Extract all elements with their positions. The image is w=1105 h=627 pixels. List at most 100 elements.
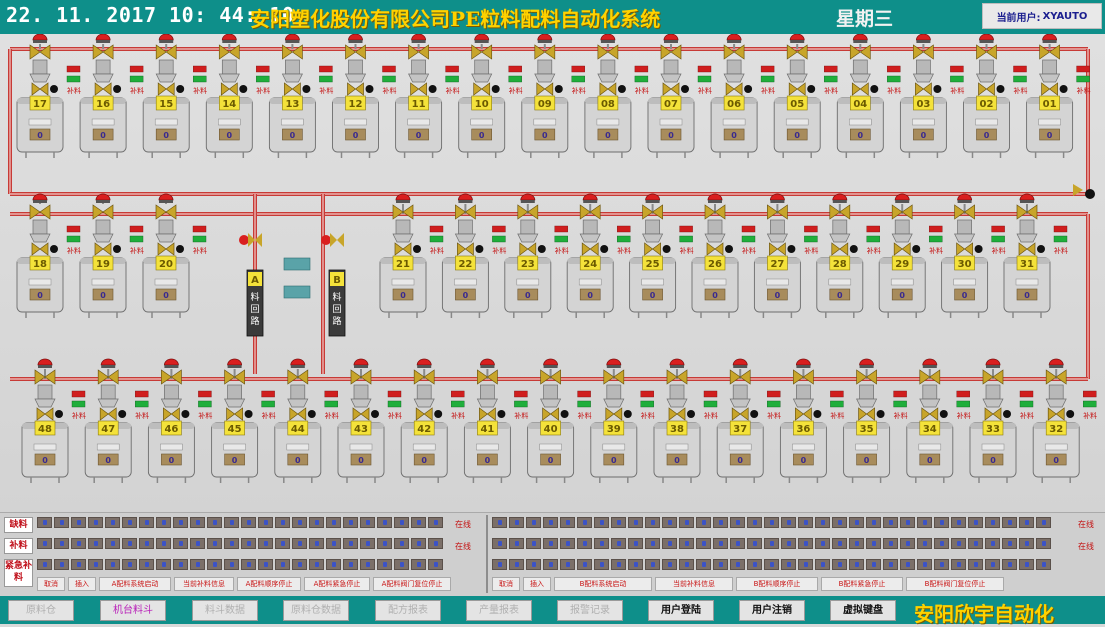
tank-value-box[interactable] — [92, 128, 114, 141]
tank-value-box[interactable] — [660, 128, 682, 141]
feed-indicator[interactable] — [428, 538, 443, 549]
tank-value-box[interactable] — [597, 128, 619, 141]
feed-indicator[interactable] — [326, 538, 341, 549]
tank-value-box[interactable] — [97, 453, 119, 466]
tank-value-box[interactable] — [891, 288, 913, 301]
valve-actuator-icon[interactable] — [600, 34, 616, 41]
feed-indicator[interactable] — [798, 538, 813, 549]
feed-indicator[interactable] — [394, 538, 409, 549]
feed-indicator[interactable] — [917, 559, 932, 570]
feed-indicator[interactable] — [224, 517, 239, 528]
feed-indicator[interactable] — [1019, 538, 1034, 549]
feed-indicator[interactable] — [900, 517, 915, 528]
valve-actuator-icon[interactable] — [353, 358, 369, 366]
command-button[interactable]: A配料顺序停止 — [237, 577, 301, 591]
tank-value-box[interactable] — [471, 128, 493, 141]
valve-actuator-icon[interactable] — [479, 358, 495, 366]
tank-value-box[interactable] — [829, 288, 851, 301]
feed-indicator[interactable] — [815, 559, 830, 570]
feed-indicator[interactable] — [207, 538, 222, 549]
user-logout-button[interactable]: 用户注销 — [739, 600, 805, 621]
recycle-status-button[interactable] — [283, 257, 311, 271]
feed-indicator[interactable] — [730, 517, 745, 528]
feed-indicator[interactable] — [71, 517, 86, 528]
feed-indicator[interactable] — [224, 559, 239, 570]
feed-indicator[interactable] — [105, 517, 120, 528]
output-report-button[interactable]: 产量报表 — [466, 600, 532, 621]
command-button[interactable]: B配料系统启动 — [554, 577, 652, 591]
command-button[interactable]: A配料紧急停止 — [304, 577, 370, 591]
feed-indicator[interactable] — [679, 517, 694, 528]
command-button[interactable]: A配料阀门复位停止 — [373, 577, 451, 591]
feed-indicator[interactable] — [258, 538, 273, 549]
feed-indicator[interactable] — [764, 517, 779, 528]
feed-indicator[interactable] — [224, 538, 239, 549]
tank-value-box[interactable] — [413, 453, 435, 466]
valve-actuator-icon[interactable] — [663, 34, 679, 41]
hopper-data-button[interactable]: 料斗数据 — [192, 600, 258, 621]
feed-indicator[interactable] — [900, 538, 915, 549]
tank-value-box[interactable] — [1045, 453, 1067, 466]
feed-indicator[interactable] — [696, 559, 711, 570]
valve-actuator-icon[interactable] — [32, 193, 48, 201]
recycle-valve-cap-icon[interactable] — [239, 235, 249, 245]
feed-indicator[interactable] — [122, 559, 137, 570]
valve-actuator-icon[interactable] — [95, 34, 111, 41]
feed-indicator[interactable] — [985, 559, 1000, 570]
valve-actuator-icon[interactable] — [894, 193, 910, 201]
tank-value-box[interactable] — [155, 128, 177, 141]
feed-indicator[interactable] — [679, 559, 694, 570]
feed-indicator[interactable] — [968, 517, 983, 528]
feed-indicator[interactable] — [560, 517, 575, 528]
tank-value-box[interactable] — [287, 453, 309, 466]
feed-indicator[interactable] — [815, 538, 830, 549]
tank-value-box[interactable] — [919, 453, 941, 466]
feed-indicator[interactable] — [377, 559, 392, 570]
valve-actuator-icon[interactable] — [1019, 193, 1035, 201]
valve-actuator-icon[interactable] — [395, 193, 411, 201]
feed-indicator[interactable] — [258, 559, 273, 570]
valve-actuator-icon[interactable] — [520, 193, 536, 201]
valve-actuator-icon[interactable] — [985, 358, 1001, 366]
feed-indicator[interactable] — [37, 559, 52, 570]
tank-value-box[interactable] — [793, 453, 814, 466]
feed-indicator[interactable] — [747, 559, 762, 570]
command-button[interactable]: 插入 — [523, 577, 551, 591]
feed-indicator[interactable] — [815, 517, 830, 528]
raw-bin-data-button[interactable]: 原料仓数据 — [283, 600, 349, 621]
feed-indicator[interactable] — [509, 517, 524, 528]
tank-value-box[interactable] — [704, 288, 726, 301]
feed-indicator[interactable] — [934, 559, 949, 570]
feed-indicator[interactable] — [173, 538, 188, 549]
feed-indicator[interactable] — [594, 517, 609, 528]
tank-value-box[interactable] — [408, 128, 429, 141]
feed-indicator[interactable] — [343, 517, 358, 528]
valve-actuator-icon[interactable] — [284, 34, 300, 41]
feed-indicator[interactable] — [662, 517, 677, 528]
tank-value-box[interactable] — [666, 453, 688, 466]
feed-indicator[interactable] — [241, 517, 256, 528]
valve-actuator-icon[interactable] — [543, 358, 559, 366]
feed-indicator[interactable] — [985, 517, 1000, 528]
valve-actuator-icon[interactable] — [645, 193, 661, 201]
feed-indicator[interactable] — [900, 559, 915, 570]
feed-indicator[interactable] — [37, 517, 52, 528]
valve-actuator-icon[interactable] — [859, 358, 875, 366]
feed-indicator[interactable] — [88, 538, 103, 549]
valve-actuator-icon[interactable] — [416, 358, 432, 366]
feed-indicator[interactable] — [798, 517, 813, 528]
valve-actuator-icon[interactable] — [957, 193, 973, 201]
feed-indicator[interactable] — [88, 517, 103, 528]
tank-value-box[interactable] — [642, 288, 663, 301]
feed-indicator[interactable] — [611, 559, 626, 570]
feed-indicator[interactable] — [173, 517, 188, 528]
feed-indicator[interactable] — [71, 538, 86, 549]
feed-indicator[interactable] — [883, 538, 898, 549]
tank-value-box[interactable] — [856, 453, 877, 466]
feed-indicator[interactable] — [611, 517, 626, 528]
feed-indicator[interactable] — [105, 538, 120, 549]
tank-value-box[interactable] — [954, 288, 975, 301]
feed-indicator[interactable] — [917, 517, 932, 528]
feed-indicator[interactable] — [1036, 559, 1051, 570]
tank-value-box[interactable] — [392, 288, 414, 301]
